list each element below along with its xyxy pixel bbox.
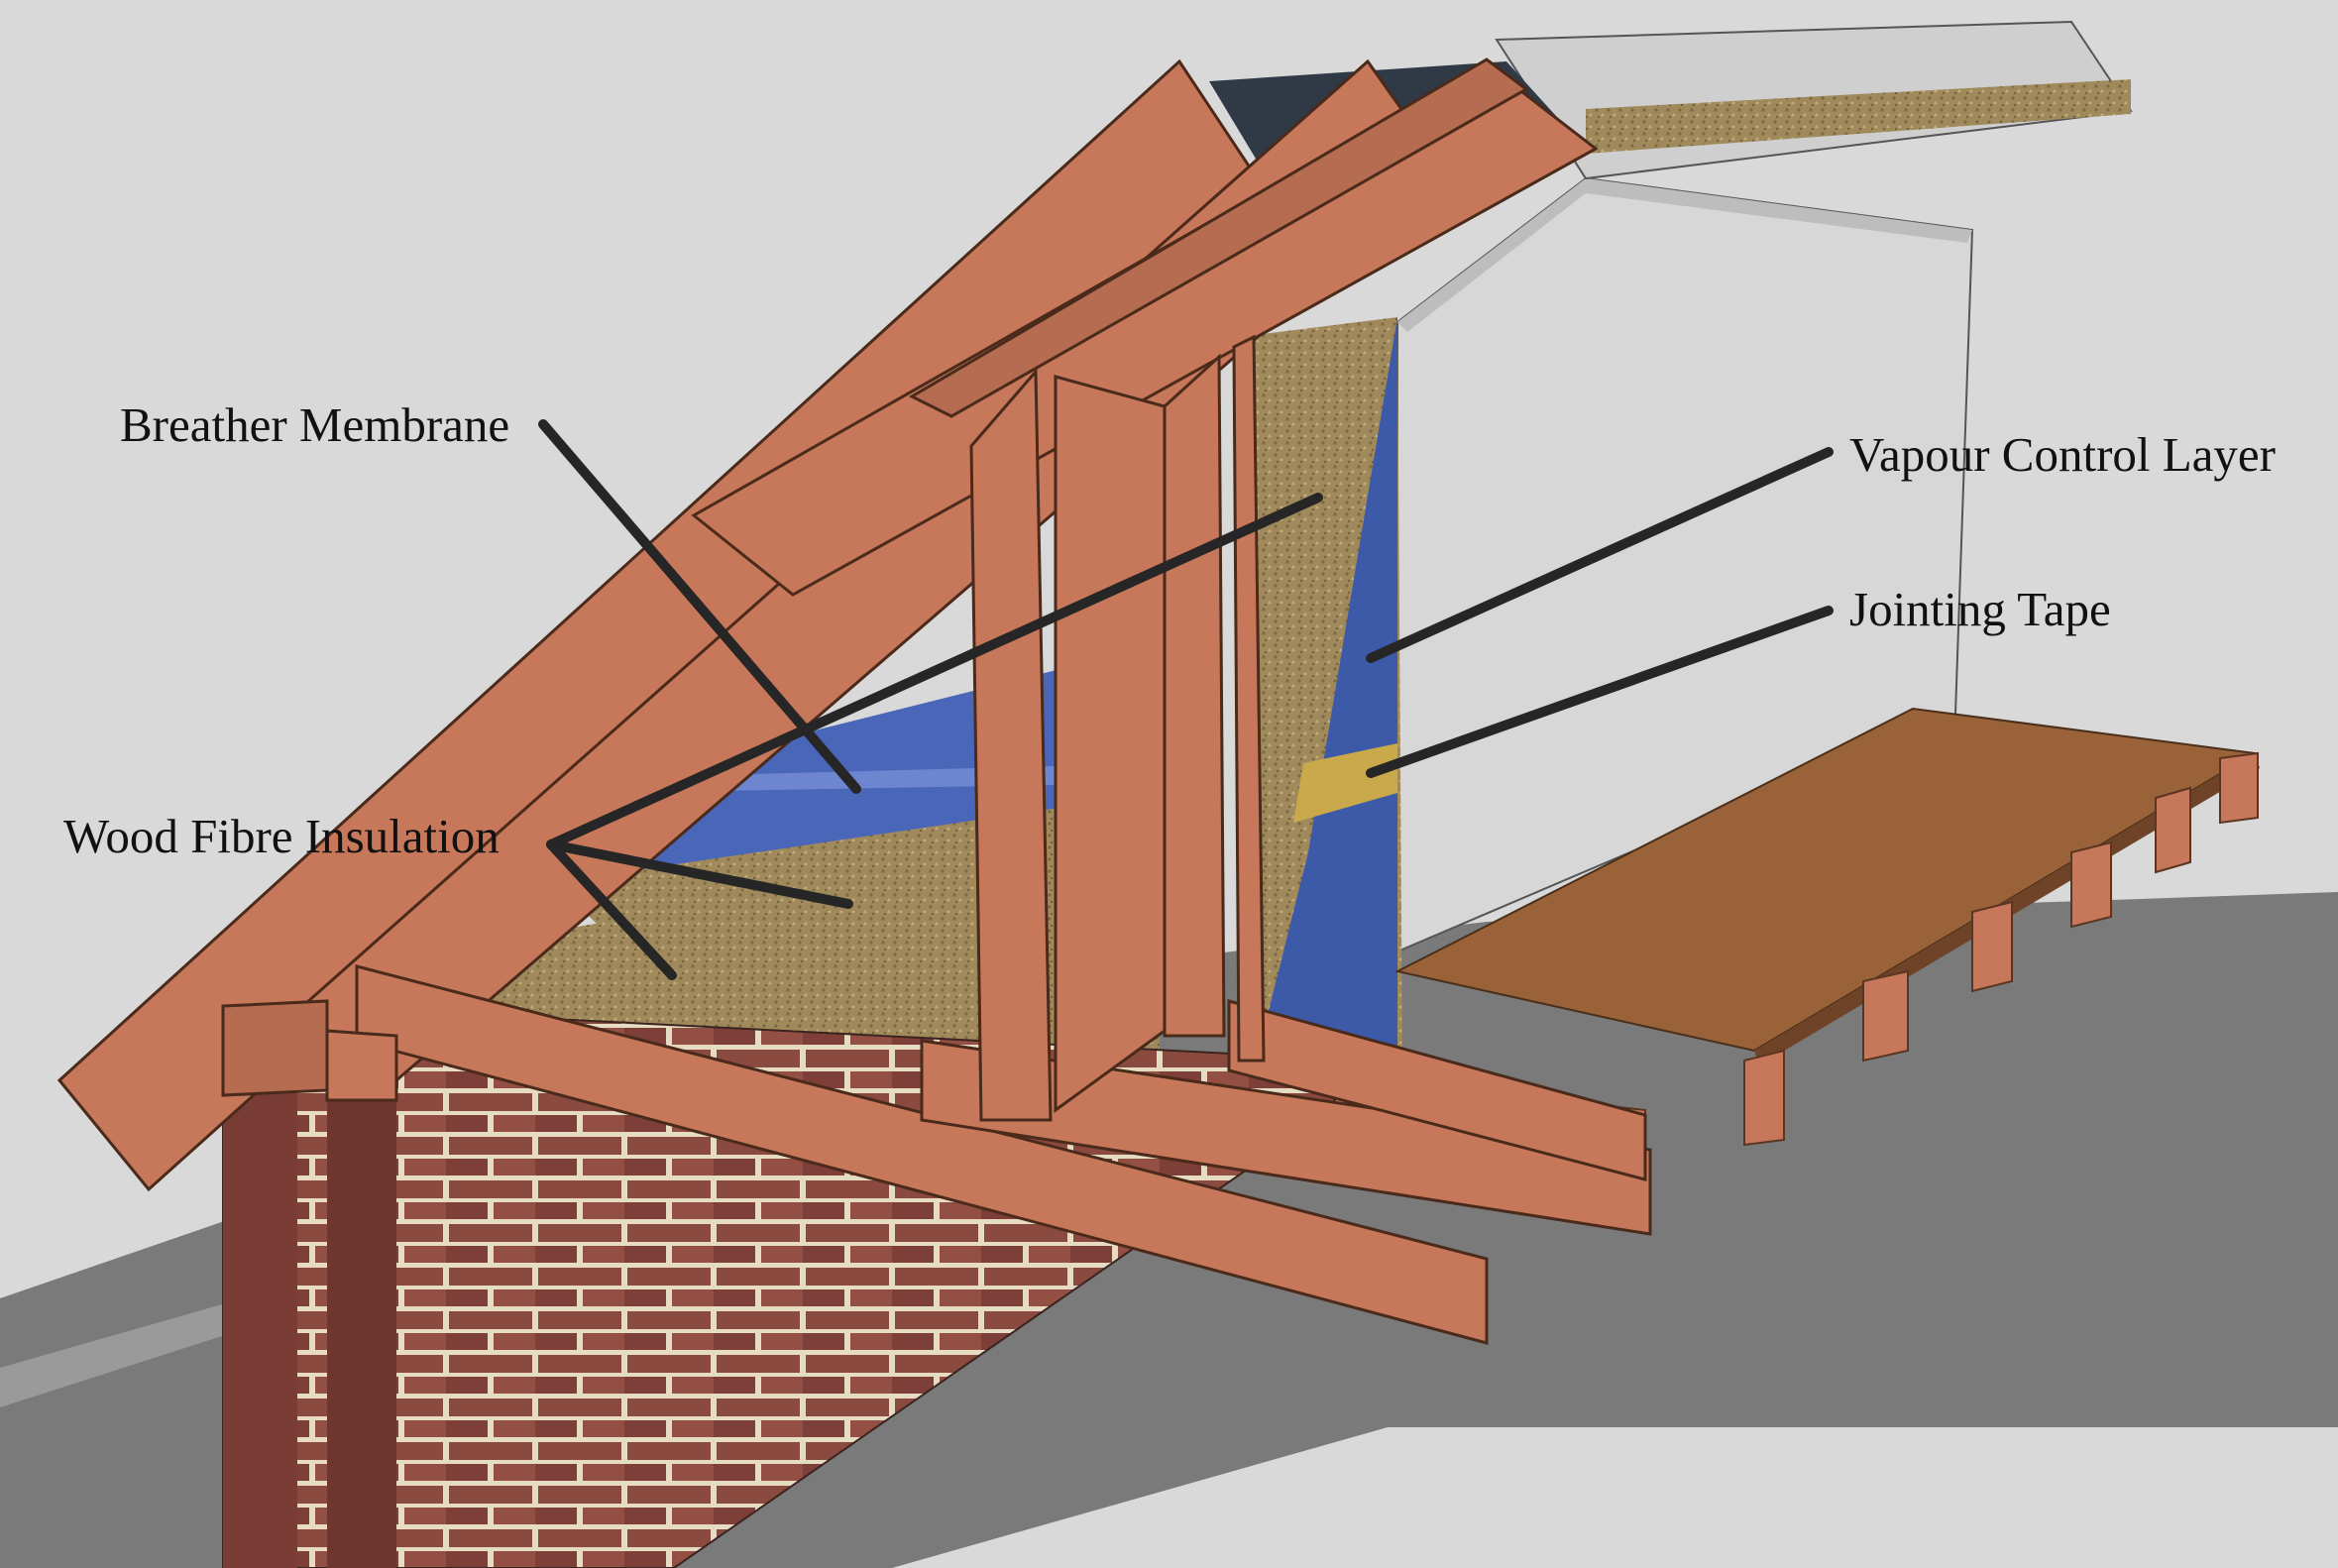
ceiling-joists bbox=[355, 964, 1652, 1345]
vapour-control-layer-label: Vapour Control Layer bbox=[1849, 427, 2276, 482]
brick-wall bbox=[222, 1004, 1371, 1568]
leader-lines bbox=[538, 419, 1834, 980]
jointing-tape-leader bbox=[1366, 606, 1834, 778]
wood-fibre-leader-1 bbox=[546, 493, 1323, 849]
wood-fibre-leader-2 bbox=[546, 840, 853, 909]
wall-plate bbox=[221, 999, 398, 1102]
breather-membrane-label: Breather Membrane bbox=[120, 397, 510, 452]
vertical-studs bbox=[969, 334, 1266, 1122]
wood-fibre-leader-3 bbox=[546, 840, 677, 980]
vapour-control-leader bbox=[1366, 447, 1834, 663]
wood-fibre-insulation-label: Wood Fibre Insulation bbox=[63, 809, 500, 863]
jointing-tape-label: Jointing Tape bbox=[1849, 582, 2111, 636]
